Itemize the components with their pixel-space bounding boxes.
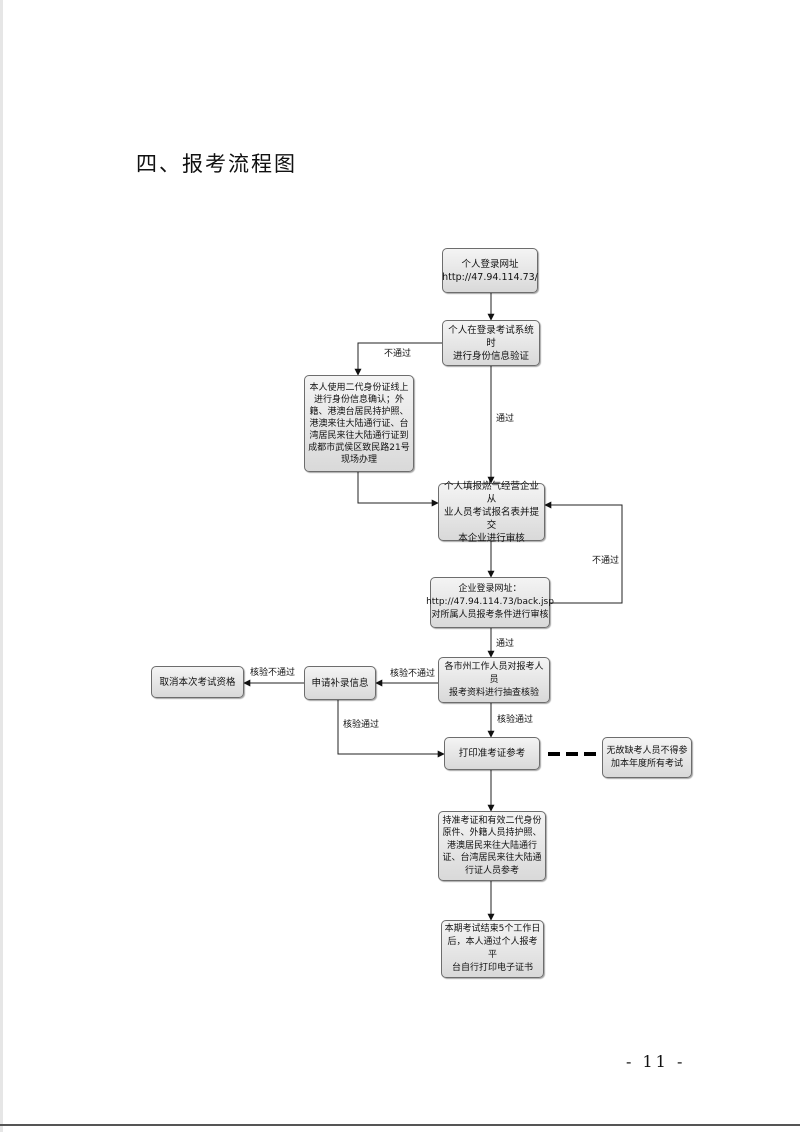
label-check-fail-city: 核验不通过 xyxy=(390,669,436,679)
page-bottom-rule xyxy=(0,1124,800,1126)
label-fail-enterprise: 不通过 xyxy=(592,556,620,566)
arrow-offline-to-form xyxy=(357,472,439,507)
label-pass-enterprise: 通过 xyxy=(496,639,515,649)
node-absent-notice: 无故缺考人员不得参 加本年度所有考试 xyxy=(602,737,692,778)
node-city-spot-check: 各市州工作人员对报考人员 报考资料进行抽查核验 xyxy=(438,657,550,703)
node-cancel-qualification: 取消本次考试资格 xyxy=(151,666,244,698)
page-number: - 11 - xyxy=(626,1052,686,1071)
node-attend-exam: 持准考证和有效二代身份 原件、外籍人员持护照、 港澳居民来往大陆通行 证、台湾居… xyxy=(438,811,546,881)
section-heading: 四、报考流程图 xyxy=(136,152,297,176)
node-enterprise-review: 企业登录网址： http://47.94.114.73/back.jsp 对所属… xyxy=(426,577,554,628)
label-check-fail-supplement: 核验不通过 xyxy=(250,668,296,678)
node-offline-verification: 本人使用二代身份证线上 进行身份信息确认；外 籍、港澳台居民持护照、 港澳来往大… xyxy=(304,375,414,472)
arrow-verify-to-offline xyxy=(354,342,442,376)
node-print-certificate: 本期考试结束5个工作日 后，本人通过个人报考平 台自行打印电子证书 xyxy=(441,920,544,978)
label-check-pass-city: 核验通过 xyxy=(497,715,534,725)
node-fill-application-form: 个人填报燃气经营企业从 业人员考试报名表并提交 本企业进行审核 xyxy=(438,481,545,544)
node-personal-login: 个人登录网址 http://47.94.114.73/ xyxy=(442,248,538,293)
arrow-enterprise-back-to-form xyxy=(544,501,623,604)
label-pass-verify: 通过 xyxy=(496,414,515,424)
node-identity-verification: 个人在登录考试系统时 进行身份信息验证 xyxy=(442,320,540,366)
label-check-pass-supplement: 核验通过 xyxy=(343,720,380,730)
arrow-supplement-to-print xyxy=(337,700,445,758)
label-fail-verify: 不通过 xyxy=(384,349,412,359)
node-print-admission-ticket: 打印准考证参考 xyxy=(444,737,540,770)
node-apply-supplement: 申请补录信息 xyxy=(304,666,376,700)
